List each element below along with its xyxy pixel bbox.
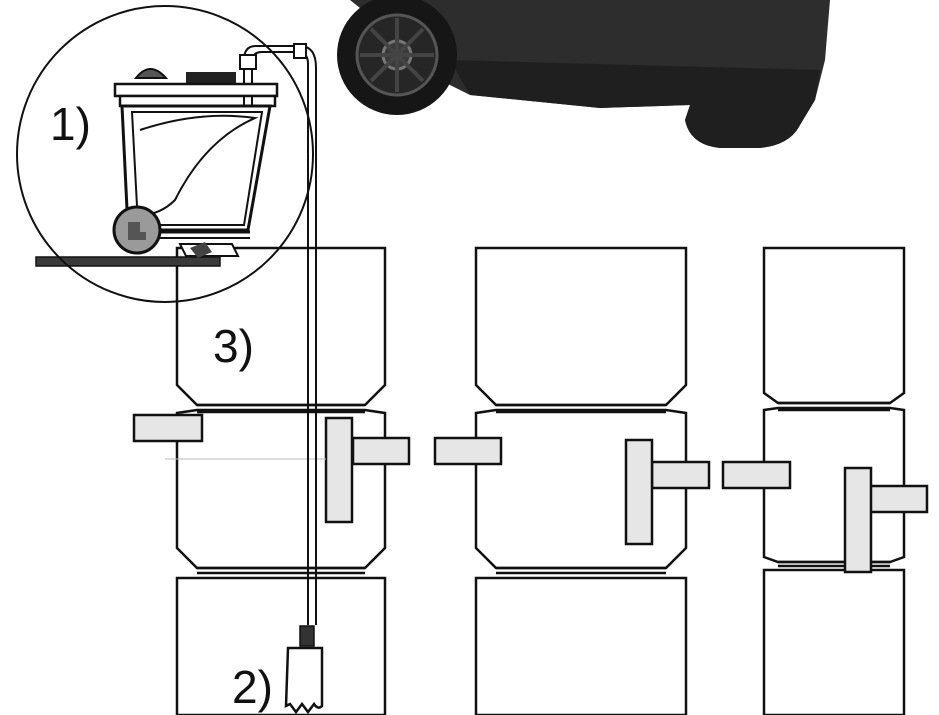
- hose-connector-top: [293, 43, 307, 59]
- chamber-right-top-section: [762, 246, 906, 405]
- pump-body: [284, 646, 324, 715]
- inset-circle: [16, 5, 314, 303]
- chamber-middle-bottom-section: [474, 576, 688, 715]
- chamber-middle-top-section: [474, 246, 688, 407]
- chamber-stack-right: [762, 246, 906, 715]
- bin-lid-pump-box: [186, 72, 236, 84]
- bin-body-inner: [130, 111, 264, 226]
- outlet-pipe-right: [868, 484, 929, 514]
- inlet-pipe-right: [721, 460, 792, 490]
- outlet-pipe-middle: [650, 460, 711, 490]
- bin-body-curve: [139, 114, 259, 216]
- bin-wheel-hub-mark: [128, 222, 146, 240]
- chamber-right-bottom-section: [762, 568, 906, 715]
- inlet-pipe-left: [132, 413, 204, 443]
- pump-hose: [239, 43, 317, 625]
- hose-connector-elbow: [239, 54, 257, 70]
- chamber-left-middle-section: [175, 408, 387, 570]
- chamber-stack-left: [175, 246, 387, 715]
- bin-body-outline: [120, 104, 272, 232]
- inlet-pipe-middle: [433, 436, 503, 466]
- step-1-label: 1): [50, 98, 91, 150]
- riser-pipe-right: [843, 466, 873, 574]
- bin-lid: [113, 82, 279, 98]
- wheelie-bin-photo: [337, 0, 830, 148]
- pump-cable-joint: [299, 625, 315, 647]
- chamber-left-top-section: [175, 246, 387, 407]
- outlet-pipe-left: [351, 436, 411, 466]
- bin-outlet-valve: [190, 242, 212, 258]
- bin-lid-knob: [133, 68, 169, 79]
- pipes: [132, 413, 929, 574]
- ground-slab: [35, 256, 221, 267]
- step-2-label: 2): [232, 661, 273, 713]
- submersible-pump: [284, 625, 324, 715]
- inset-bin-illustration: [16, 5, 314, 303]
- bin-wheel-spokes: [360, 18, 434, 92]
- riser-pipe-left: [324, 416, 354, 524]
- step-3-label: 3): [213, 320, 254, 372]
- riser-pipe-middle: [624, 438, 654, 546]
- bin-base-shadow: [450, 60, 820, 148]
- chamber-left-bottom-section: [175, 576, 387, 715]
